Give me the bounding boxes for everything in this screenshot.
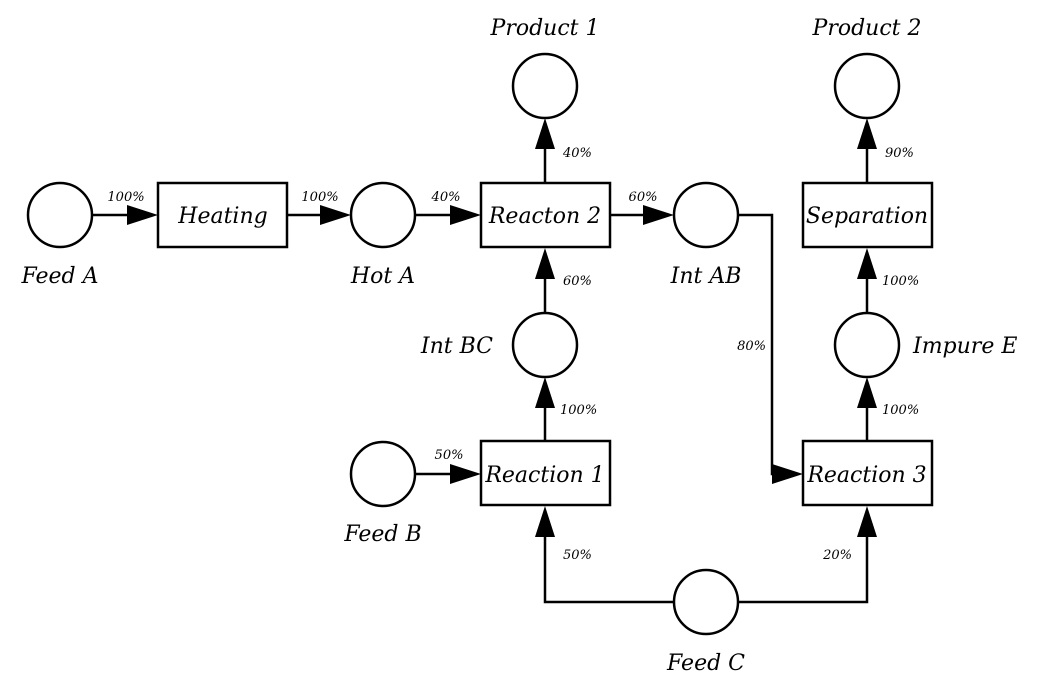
arc-label-hot-a-to-reaction-2: 40% <box>431 190 461 205</box>
state-int-bc-label: Int BC <box>420 334 493 359</box>
arc-label-reaction-2-to-int-ab: 60% <box>629 190 658 205</box>
arc-label-feed-b-to-reaction-1: 50% <box>435 448 464 463</box>
task-heating-label: Heating <box>177 204 267 229</box>
state-product-2-label: Product 2 <box>812 16 922 41</box>
task-reaction-3-label: Reaction 3 <box>806 463 926 488</box>
arrowhead-impure-e-to-separation <box>857 248 877 279</box>
arrowhead-reaction-2-to-product-1 <box>535 118 555 149</box>
state-int-ab-circle <box>672 181 740 249</box>
arrowhead-hot-a-to-reaction-2 <box>450 205 481 225</box>
task-reaction-3-box <box>801 439 934 507</box>
arrowhead-feed-a-to-heating <box>127 205 158 225</box>
state-feed-b-circle <box>349 440 417 508</box>
arrowhead-feed-c-to-reaction-1 <box>535 506 555 537</box>
connections <box>93 144 869 604</box>
arrowhead-reaction-1-to-int-bc <box>535 377 555 408</box>
arc-feed-c-to-reaction-3 <box>738 530 869 604</box>
state-impure-e-label: Impure E <box>912 334 1017 359</box>
arc-label-int-ab-to-reaction-3: 80% <box>737 339 766 354</box>
arc-label-separation-to-product-2: 90% <box>885 146 914 161</box>
task-nodes <box>156 181 934 507</box>
state-nodes <box>26 52 901 636</box>
state-product-1-label: Product 1 <box>490 16 600 41</box>
arc-label-reaction-2-to-product-1: 40% <box>562 146 592 161</box>
arc-label-feed-a-to-heating: 100% <box>107 190 144 205</box>
task-reaction-2-box <box>479 181 612 249</box>
arrowhead-separation-to-product-2 <box>857 118 877 149</box>
arc-label-heating-to-hot-a: 100% <box>301 190 338 205</box>
task-separation-label: Separation <box>806 204 928 229</box>
state-feed-c-circle <box>672 568 740 636</box>
state-impure-e-circle <box>833 311 901 379</box>
task-reaction-2-label: Reacton 2 <box>488 204 601 229</box>
arrowhead-feed-c-to-reaction-3 <box>857 506 877 537</box>
task-reaction-1-label: Reaction 1 <box>484 463 604 488</box>
arrowhead-reaction-2-to-int-ab <box>643 205 674 225</box>
state-int-ab-label: Int AB <box>670 264 742 289</box>
task-separation-box <box>801 181 934 249</box>
arc-labels: 100% 100% 40% 60% 40% 60% 100% 50% 50% 2… <box>107 146 919 563</box>
arrowhead-int-bc-to-reaction-2 <box>535 248 555 279</box>
arrowhead-heating-to-hot-a <box>320 205 351 225</box>
arrowhead-int-ab-to-reaction-3 <box>772 464 803 484</box>
state-feed-a-circle <box>26 181 94 249</box>
state-product-1-circle <box>511 52 579 120</box>
arc-label-feed-c-to-reaction-1: 50% <box>563 548 592 563</box>
arc-label-feed-c-to-reaction-3: 20% <box>822 548 852 563</box>
state-product-2-circle <box>833 52 901 120</box>
state-feed-b-label: Feed B <box>343 522 421 547</box>
task-labels: Heating Reacton 2 Separation Reaction 1 … <box>177 204 928 488</box>
arrowhead-reaction-3-to-impure-e <box>857 377 877 408</box>
task-heating-box <box>156 181 289 249</box>
state-feed-a-label: Feed A <box>20 264 98 289</box>
state-int-bc-circle <box>511 311 579 379</box>
arrowheads <box>127 118 877 537</box>
state-hot-a-circle <box>349 181 417 249</box>
arc-label-reaction-1-to-int-bc: 100% <box>560 403 597 418</box>
state-feed-c-label: Feed C <box>666 651 745 676</box>
state-hot-a-label: Hot A <box>350 264 415 289</box>
arc-feed-c-to-reaction-1 <box>543 530 674 604</box>
state-labels: Feed A Hot A Int AB Product 1 Product 2 … <box>20 16 1017 676</box>
task-reaction-1-box <box>479 439 612 507</box>
arc-label-impure-e-to-separation: 100% <box>882 274 919 289</box>
arc-label-int-bc-to-reaction-2: 60% <box>563 274 592 289</box>
arc-label-reaction-3-to-impure-e: 100% <box>882 403 919 418</box>
arrowhead-feed-b-to-reaction-1 <box>450 464 481 484</box>
